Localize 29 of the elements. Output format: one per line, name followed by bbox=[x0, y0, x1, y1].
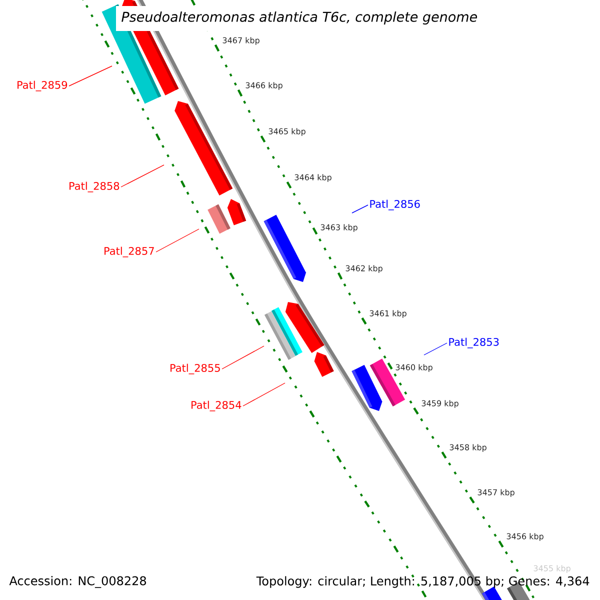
tick-label: 3457 kbp bbox=[478, 489, 514, 497]
leader-line bbox=[120, 164, 164, 188]
tick-label: 3456 kbp bbox=[506, 533, 544, 541]
tick-label: 3463 kbp bbox=[320, 224, 358, 232]
gene-label: Patl_2854 bbox=[192, 400, 242, 412]
leader-line bbox=[352, 204, 368, 214]
accession-text: Accession: NC_008228 bbox=[9, 576, 146, 588]
gene-label: Patl_2857 bbox=[104, 246, 154, 258]
gene-label: Patl_2856 bbox=[370, 200, 420, 210]
genome-info-text: Topology: circular; Length: 5,187,005 bp; Genes: 4,364 bbox=[256, 576, 590, 588]
leader-line bbox=[68, 66, 112, 86]
tick-label: 3467 kbp bbox=[222, 37, 260, 45]
leader-line bbox=[424, 342, 448, 356]
leader-line bbox=[242, 382, 286, 406]
tick-label: 3465 kbp bbox=[268, 128, 306, 136]
leader-line bbox=[156, 228, 200, 252]
gene-label: Patl_2858 bbox=[70, 182, 120, 192]
tick-label: 3461 kbp bbox=[370, 310, 406, 318]
tick-label: 3462 kbp bbox=[346, 265, 382, 273]
title: Pseudoalteromonas atlantica T6c, complete genome bbox=[116, 6, 480, 31]
tick-label: 3466 kbp bbox=[246, 82, 282, 90]
gene-label: Patl_2853 bbox=[449, 338, 499, 348]
tick-label: 3464 kbp bbox=[294, 174, 332, 182]
tick-label: 3458 kbp bbox=[450, 444, 486, 452]
tick-label: 3460 kbp bbox=[396, 364, 432, 372]
tick-label: 3459 kbp bbox=[422, 400, 458, 408]
leader-line bbox=[222, 346, 264, 370]
gene-label: Patl_2855 bbox=[170, 364, 220, 374]
gene-label: Patl_2859 bbox=[18, 80, 68, 92]
